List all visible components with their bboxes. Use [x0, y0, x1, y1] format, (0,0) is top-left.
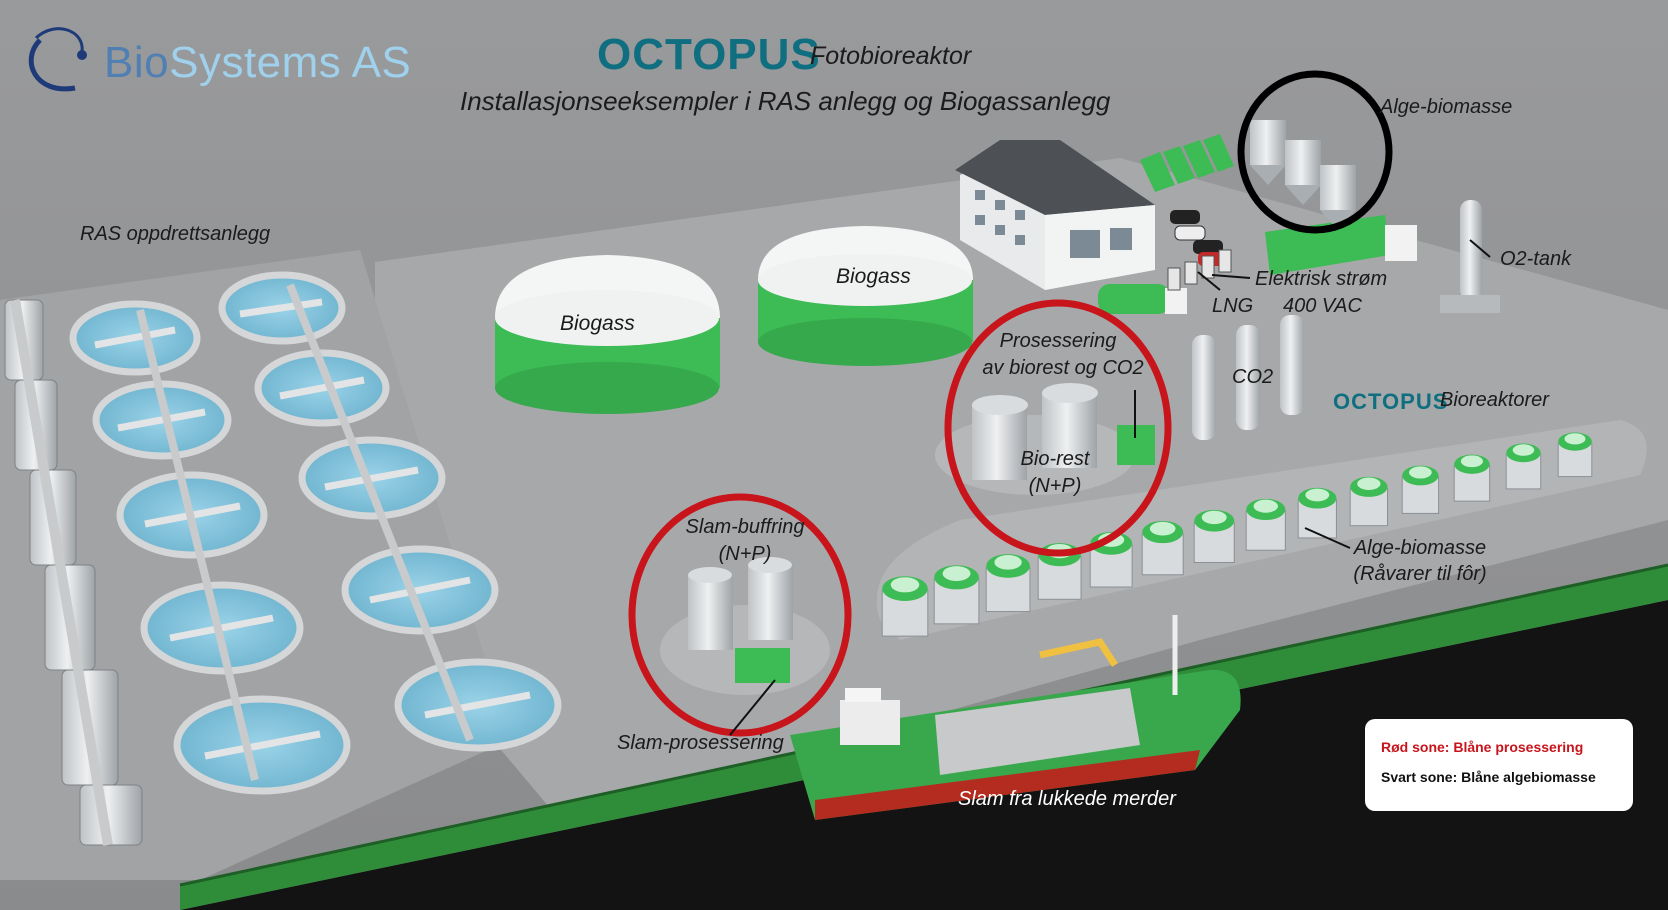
- bioreactor-unit: [1557, 432, 1593, 478]
- ship: [790, 615, 1241, 820]
- label-sludge-buffer-2: (N+P): [718, 543, 772, 565]
- co2-tanks: [1192, 315, 1304, 440]
- ras-tanks: [69, 271, 562, 795]
- bioreactor-unit: [1245, 498, 1286, 551]
- label-processing-1: Prosessering: [999, 330, 1117, 352]
- bioreactor-unit: [985, 554, 1031, 613]
- label-co2: CO2: [1232, 366, 1274, 388]
- black-zone-circle: [1237, 70, 1393, 234]
- bioreactor-unit: [1297, 487, 1337, 539]
- label-biorest-1: Bio-rest: [1020, 448, 1090, 470]
- bioreactor-unit: [933, 565, 980, 625]
- red-zone-circle-sludge: [628, 493, 852, 737]
- company-name-part2: Systems AS: [169, 38, 412, 87]
- label-electric-2: 400 VAC: [1283, 295, 1362, 317]
- octopus-brand-title: OCTOPUS: [597, 30, 821, 79]
- chargers: [1167, 249, 1232, 291]
- green-containers: [1140, 134, 1234, 192]
- label-processing-2: av biorest og CO2: [982, 357, 1144, 379]
- main-building: [955, 140, 1155, 290]
- bioreactor-unit: [1401, 465, 1440, 514]
- label-electric-1: Elektrisk strøm: [1255, 268, 1388, 290]
- bioreactor-unit: [1193, 509, 1235, 563]
- bioreactor-unit: [1141, 520, 1184, 576]
- label-o2-tank: O2-tank: [1500, 248, 1572, 270]
- biosystems-logo-icon: [28, 27, 87, 92]
- company-name: BioSystems AS: [104, 38, 411, 88]
- label-sludge-buffer-1: Slam-buffring: [685, 516, 805, 538]
- biorest-processing-unit: [935, 383, 1155, 495]
- legend-black-zone: Svart sone: Blåne algebiomasse: [1381, 769, 1596, 785]
- label-algae-biomass-top: Alge-biomasse: [1380, 96, 1513, 118]
- company-name-part1: Bio: [104, 38, 170, 87]
- octopus-bioreactors-brand: OCTOPUS: [1333, 389, 1449, 414]
- bioreactor-unit: [881, 576, 929, 637]
- label-biorest-2: (N+P): [1028, 475, 1082, 497]
- legend-red-zone: Rød sone: Blåne prosessering: [1381, 739, 1584, 755]
- label-lng: LNG: [1212, 295, 1254, 317]
- label-algae-biomass-bottom-2: (Råvarer til fôr): [1353, 563, 1487, 585]
- page-subtitle: Installasjonseeksempler i RAS anlegg og …: [460, 86, 1111, 116]
- label-bioreactors: Bioreaktorer: [1440, 389, 1549, 411]
- product-type: Fotobioreaktor: [810, 42, 972, 70]
- o2-tank: [1440, 200, 1500, 313]
- label-sludge-processing: Slam-prosessering: [617, 732, 784, 754]
- lng-truck: [1098, 284, 1187, 314]
- bioreactors: [881, 432, 1593, 637]
- bioreactor-unit: [1505, 443, 1542, 490]
- zone-legend: Rød sone: Blåne prosessering Svart sone:…: [1365, 719, 1633, 811]
- red-zone-circle-biorest: [944, 299, 1172, 557]
- leader-lines: [729, 239, 1491, 736]
- label-ship: Slam fra lukkede merder: [958, 788, 1176, 810]
- label-ras: RAS oppdrettsanlegg: [80, 223, 271, 245]
- label-biogass-right: Biogass: [836, 265, 911, 288]
- biogas-domes: [495, 226, 973, 414]
- sludge-buffer-unit: [660, 557, 830, 695]
- algae-silos-top: [1250, 120, 1356, 230]
- label-biogass-left: Biogass: [560, 312, 635, 335]
- bioreactor-unit: [1453, 454, 1491, 502]
- bioreactor-unit: [1349, 476, 1388, 527]
- label-algae-biomass-bottom-1: Alge-biomasse: [1353, 537, 1487, 559]
